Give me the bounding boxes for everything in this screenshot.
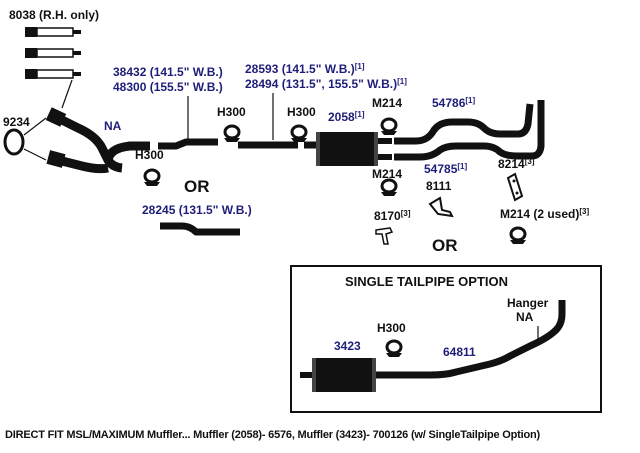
- gasket-9234-icon: [3, 117, 47, 161]
- label-8038: 8038 (R.H. only): [9, 8, 99, 22]
- label-m214-lower: M214: [372, 167, 402, 181]
- or-label-left: OR: [184, 177, 210, 196]
- label-28245: 28245 (131.5" W.B.): [142, 203, 252, 217]
- hanger-8170-icon: [375, 227, 394, 245]
- hanger-8111-icon: [428, 196, 454, 218]
- single-tailpipe-title: SINGLE TAILPIPE OPTION: [345, 274, 508, 289]
- label-hanger-na: NA: [516, 310, 534, 324]
- clamp-h300-single-icon: [385, 339, 403, 357]
- hanger-8214-icon: [506, 172, 524, 202]
- tailpipe-54785-icon: [394, 100, 545, 161]
- label-28494: 28494 (131.5", 155.5" W.B.)[1]: [245, 77, 407, 91]
- label-m214-2used: M214 (2 used)[3]: [500, 207, 589, 221]
- clamp-h300-right-icon: [290, 124, 308, 142]
- label-3423: 3423: [334, 339, 361, 353]
- tailpipe-54786-icon: [394, 103, 534, 145]
- clamp-h300-left-icon: [143, 168, 161, 186]
- y-pipe-icon: [45, 107, 150, 174]
- pipe-28245-icon: [160, 222, 240, 236]
- or-label-right: OR: [432, 236, 458, 255]
- label-8111: 8111: [426, 179, 452, 193]
- label-h300-left: H300: [135, 148, 164, 162]
- label-hanger: Hanger: [507, 296, 549, 310]
- clamp-m214-lower-icon: [380, 178, 398, 196]
- intermediate-pipe-icon: [158, 138, 218, 150]
- label-9234: 9234: [3, 115, 30, 129]
- label-2058: 2058[1]: [328, 110, 365, 124]
- label-8170: 8170[3]: [374, 209, 411, 223]
- label-38432: 38432 (141.5" W.B.): [113, 65, 223, 79]
- label-48300: 48300 (155.5" W.B.): [113, 80, 223, 94]
- tailpipe-64811-icon: [376, 300, 566, 379]
- muffler-2058-icon: [316, 132, 392, 166]
- clamp-m214-upper-icon: [380, 117, 398, 135]
- single-tailpipe-option-box: SINGLE TAILPIPE OPTION Hanger NA H300 34…: [290, 265, 602, 413]
- caption: DIRECT FIT MSL/MAXIMUM Muffler... Muffle…: [5, 429, 540, 441]
- label-m214-upper: M214: [372, 96, 402, 110]
- label-na: NA: [104, 119, 122, 133]
- label-h300-middle: H300: [217, 105, 246, 119]
- label-54785: 54785[1]: [424, 162, 467, 176]
- label-28593: 28593 (141.5" W.B.)[1]: [245, 62, 365, 76]
- label-h300-single: H300: [377, 321, 406, 335]
- label-8214: 8214[3]: [498, 157, 535, 171]
- label-h300-right: H300: [287, 105, 316, 119]
- label-54786: 54786[1]: [432, 96, 475, 110]
- label-64811: 64811: [443, 345, 476, 359]
- bracket-8038-icon: [25, 27, 81, 109]
- clamp-m214-2used-icon: [509, 226, 527, 244]
- clamp-h300-middle-icon: [223, 124, 241, 142]
- muffler-3423-icon: [300, 358, 376, 392]
